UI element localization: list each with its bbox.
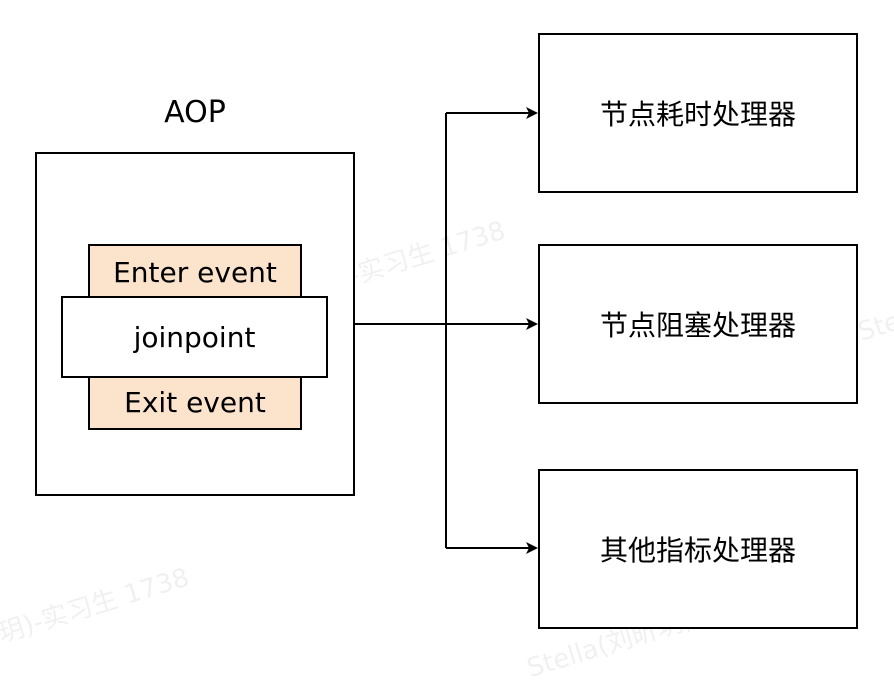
handler-label-other: 其他指标处理器 [599,534,796,567]
enter-event-label: Enter event [113,255,277,289]
handler-box-blocking [538,244,858,404]
joinpoint-label: joinpoint [133,320,256,354]
handler-box-other [538,469,858,629]
handler-box-latency [538,33,858,193]
connector-arrows [355,107,538,554]
exit-event-box [88,374,302,430]
joinpoint-box [61,296,328,378]
handler-label-blocking: 节点阻塞处理器 [599,309,796,342]
handler-label-latency: 节点耗时处理器 [599,98,796,131]
diagram-canvas: Stella(刘昕玥)-实习生 1738 玥)-实习生 1738 Stella(… [0,33,894,684]
aop-title: AOP [164,94,226,130]
exit-event-label: Exit event [124,385,266,419]
